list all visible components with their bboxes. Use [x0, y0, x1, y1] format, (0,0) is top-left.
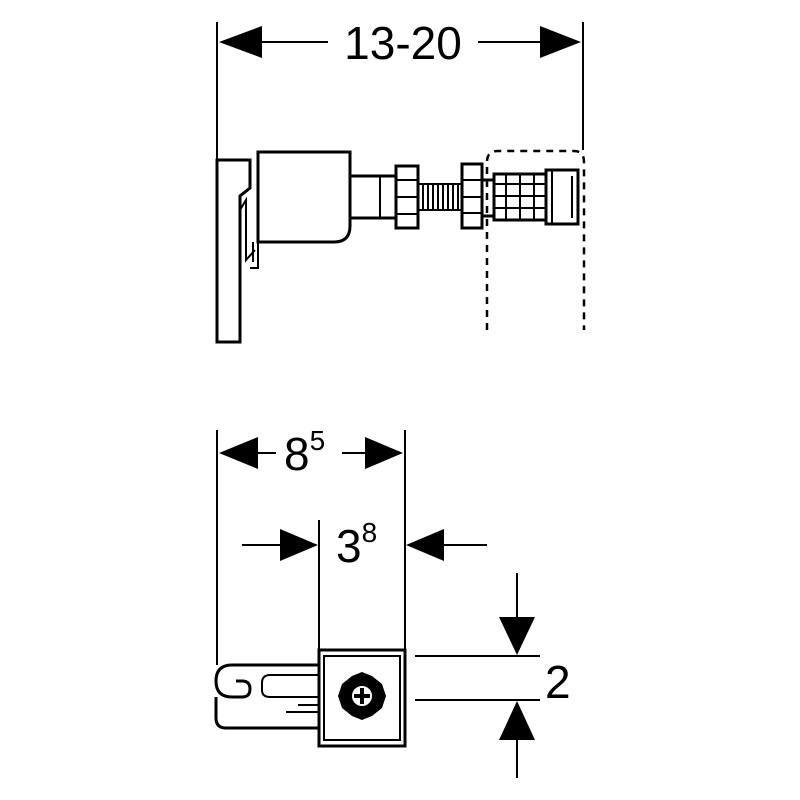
height-label: 2 [545, 656, 571, 708]
top-width-label: 13-20 [344, 17, 462, 69]
height-dimension: 2 [415, 573, 571, 778]
height-top-arrowhead [499, 617, 535, 655]
inner-right-arrowhead [406, 529, 444, 561]
outer-left-arrowhead [219, 437, 258, 469]
valve-neck [348, 174, 398, 220]
inner-left-arrowhead [280, 529, 318, 561]
outer-right-arrowhead [365, 437, 403, 469]
dashed-outline [485, 149, 586, 330]
connector-fitting [480, 168, 580, 226]
top-width-dimension: 13-20 [219, 17, 581, 69]
mounting-clip [214, 663, 319, 699]
threaded-rod [417, 183, 463, 211]
left-arrowhead [219, 26, 262, 58]
valve-body [256, 150, 352, 244]
outer-width-label: 85 [284, 425, 325, 480]
outer-width-dimension: 85 [219, 425, 403, 480]
inner-width-dimension: 38 [242, 517, 487, 572]
handwheel [338, 672, 386, 720]
bottom-view: 85 38 2 [214, 425, 571, 778]
height-bottom-arrowhead [499, 701, 535, 740]
inner-width-label: 38 [336, 517, 377, 572]
top-view: 13-20 [215, 17, 586, 344]
right-arrowhead [540, 26, 581, 58]
